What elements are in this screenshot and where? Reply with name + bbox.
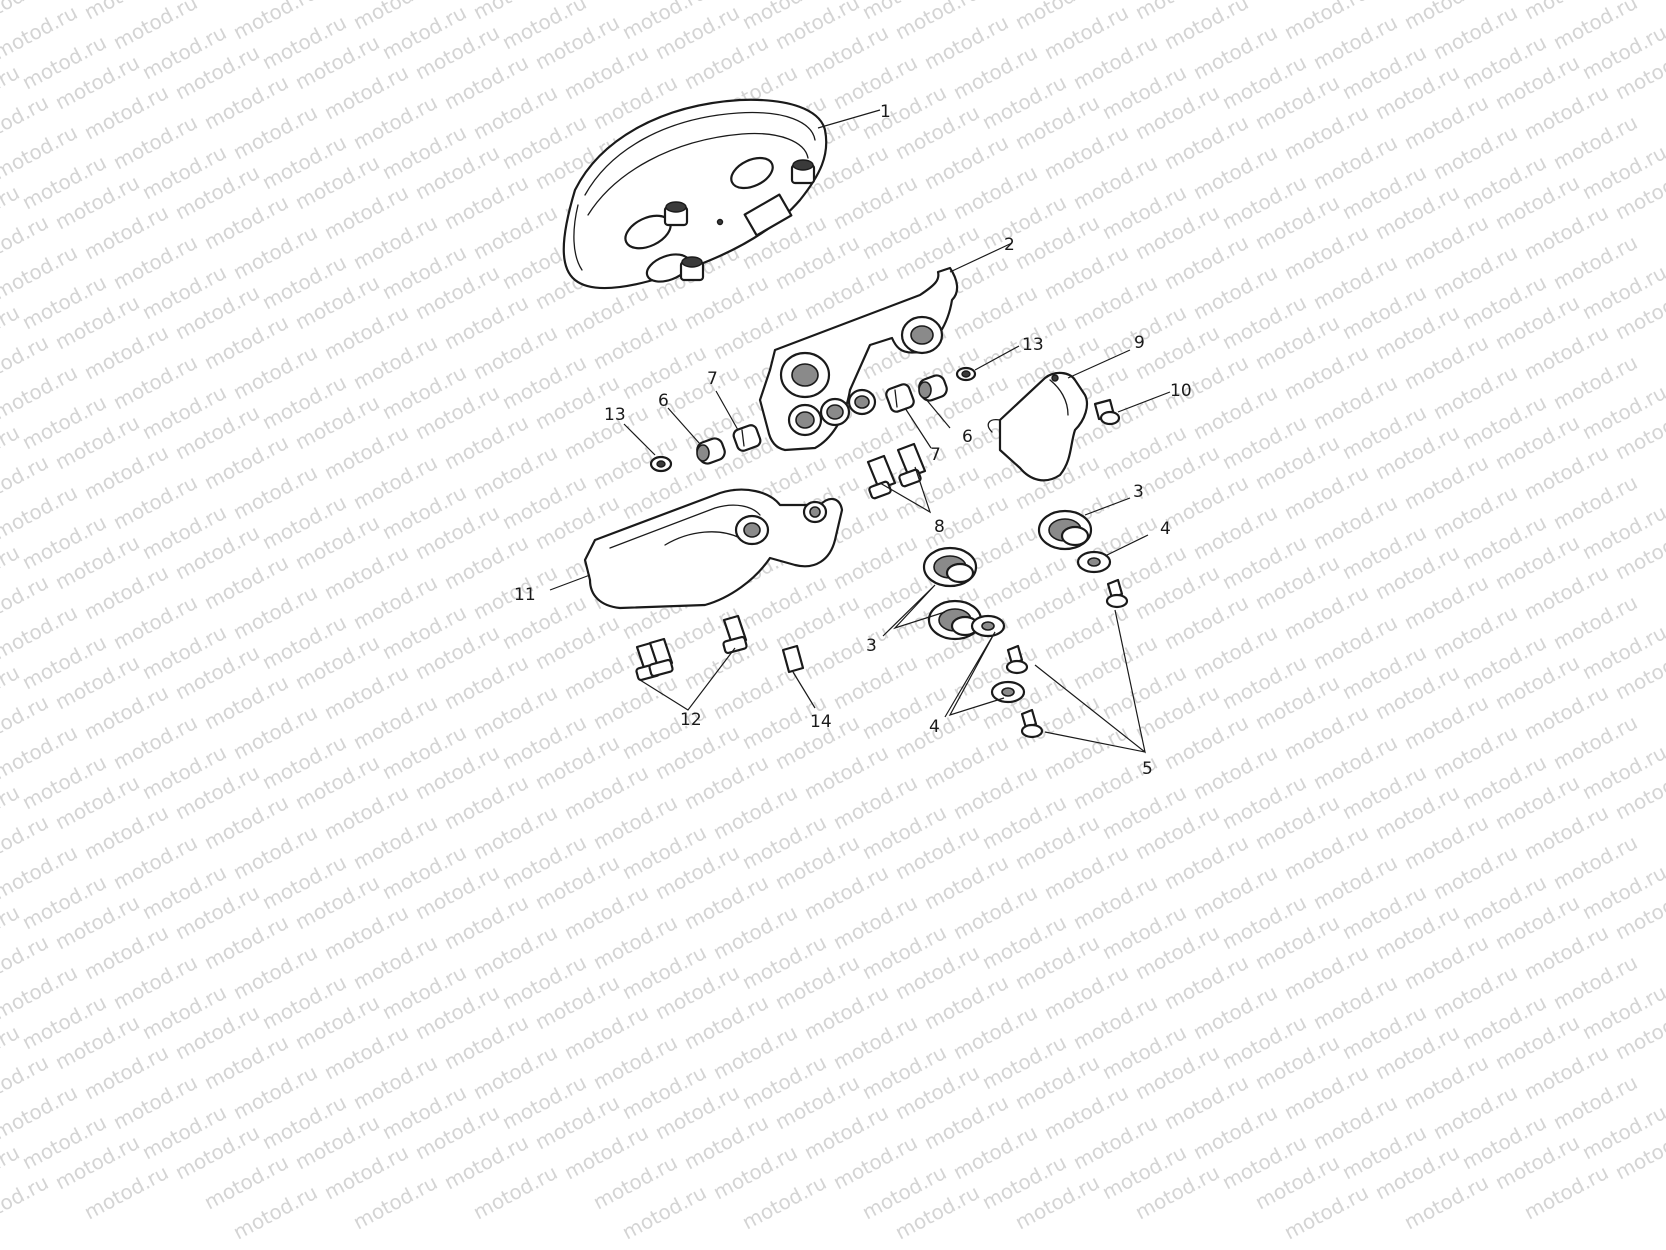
callout-14: 14 [810, 712, 832, 732]
part-7-clip-left [732, 424, 762, 452]
part-4-washer-upper [1076, 550, 1112, 574]
leader-lines [549, 109, 1171, 754]
part-lower-cover [583, 488, 844, 610]
part-10-screw [1093, 398, 1121, 426]
callout-7-right: 7 [930, 445, 941, 465]
part-12-bolts [635, 614, 748, 682]
part-8-bolt-a [866, 454, 897, 500]
watermark-text: motod.ru [0, 1170, 52, 1234]
part-3-grommet-upper [1037, 509, 1093, 551]
callout-labels: 1 2 3 3 4 4 5 6 6 7 7 8 9 10 11 12 13 13… [514, 102, 1192, 779]
callout-4-upper: 4 [1160, 519, 1171, 539]
part-5-screw-b [1005, 644, 1029, 675]
callout-12: 12 [680, 710, 702, 730]
callout-10: 10 [1170, 381, 1192, 401]
callout-3-lower: 3 [866, 636, 877, 656]
callout-8: 8 [934, 517, 945, 537]
callout-5: 5 [1142, 759, 1153, 779]
part-3-grommet-lower [927, 599, 983, 641]
part-8-bolt-b [896, 442, 927, 488]
part-4-washer-middle [970, 614, 1006, 638]
part-6-bushing-right [918, 374, 948, 402]
callout-6-right: 6 [962, 427, 973, 447]
callout-3-upper: 3 [1133, 482, 1144, 502]
part-5-screw-a [1105, 578, 1129, 609]
part-mounting-bracket [758, 266, 959, 452]
part-14-clip [781, 644, 805, 674]
callout-11: 11 [514, 585, 536, 605]
callout-13-right: 13 [1022, 335, 1044, 355]
part-7-clip-right [885, 383, 915, 413]
part-cover-bracket [987, 371, 1089, 482]
callout-13-left: 13 [604, 405, 626, 425]
part-6-bushing-left [696, 437, 726, 465]
part-13-screw-right [955, 366, 977, 382]
callout-7-left: 7 [707, 369, 718, 389]
callout-4-lower: 4 [929, 717, 940, 737]
callout-9: 9 [1134, 333, 1145, 353]
callout-2: 2 [1004, 235, 1015, 255]
callout-6-left: 6 [658, 391, 669, 411]
callout-1: 1 [880, 102, 891, 122]
part-13-screw-left [649, 455, 673, 473]
part-3-grommet-middle [922, 546, 978, 588]
part-instrument-cluster [562, 98, 828, 290]
part-4-washer-lower [990, 680, 1026, 704]
part-5-screw-c [1020, 708, 1044, 739]
